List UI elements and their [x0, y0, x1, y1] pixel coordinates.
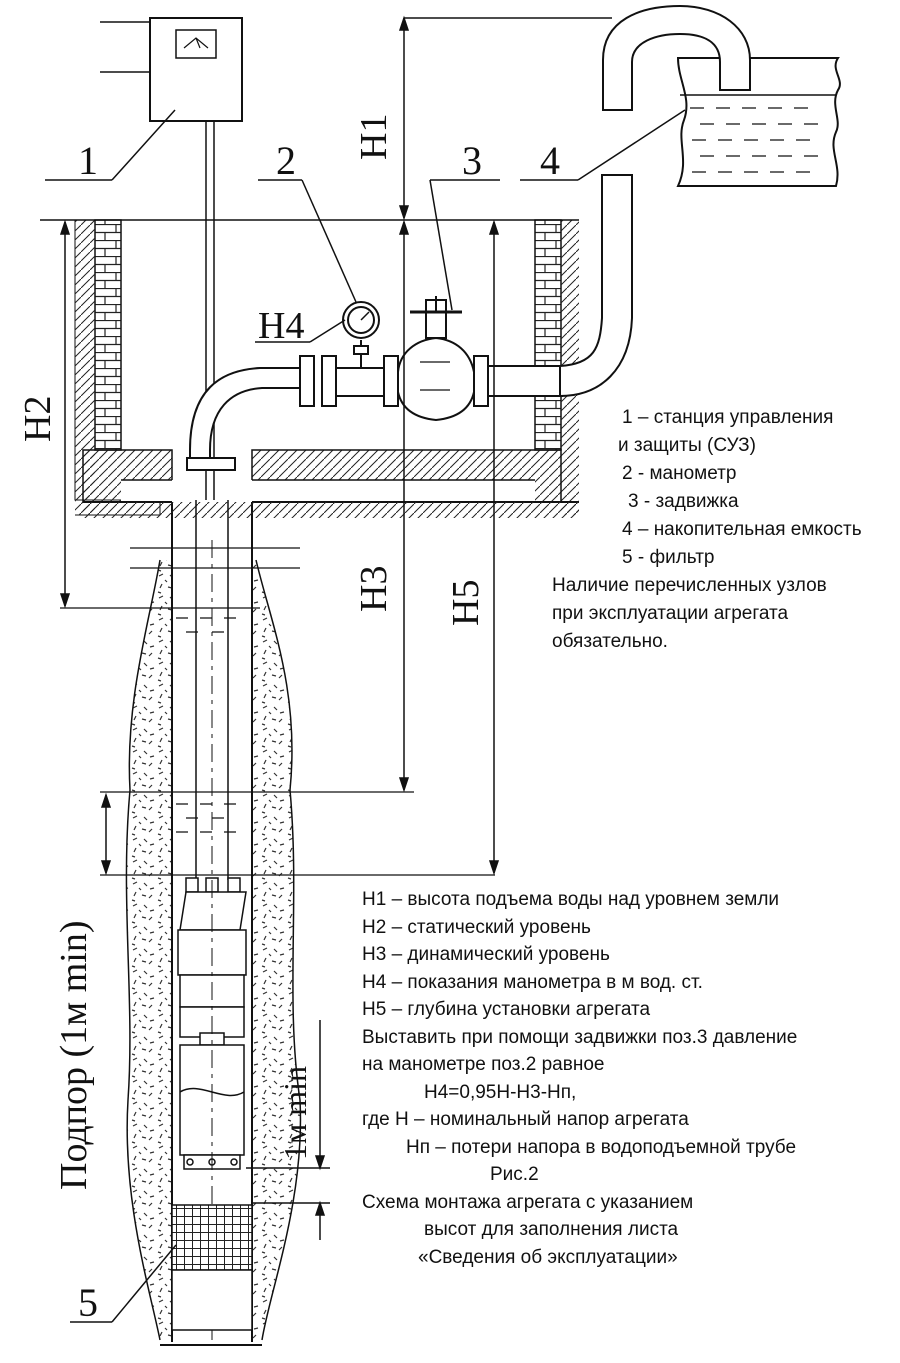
legend-h3: H3 – динамический уровень: [362, 944, 610, 965]
label-podpor: Подпор (1м min): [53, 921, 95, 1191]
control-station: [100, 17, 243, 500]
legend-note-line2: при эксплуатации агрегата: [552, 603, 789, 624]
label-part-1: 1: [78, 138, 98, 183]
label-h4: H4: [258, 305, 304, 347]
legend-h2: H2 – статический уровень: [362, 916, 591, 938]
manometer: [342, 301, 380, 368]
label-part-5: 5: [78, 1280, 98, 1325]
legend-part-3: 3 - задвижка: [628, 491, 739, 512]
parts-legend: 1 – станция управления и защиты (СУЗ) 2 …: [552, 404, 862, 656]
discharge-pipe: [186, 174, 633, 471]
legend-part-2: 2 - манометр: [622, 463, 737, 484]
legend-part-1-line2: и защиты (СУЗ): [618, 435, 756, 456]
pump-unit: [177, 500, 247, 1340]
water-levels: [60, 547, 495, 876]
figure-caption-line2: высот для заполнения листа: [424, 1219, 679, 1240]
legend-instruction-line2: на манометре поз.2 равное: [362, 1054, 605, 1075]
label-one-m-min: 1м min: [277, 1066, 313, 1160]
legend-h4: H4 – показания манометра в м вод. ст.: [362, 971, 703, 993]
legend-h5: H5 – глубина установки агрегата: [362, 999, 651, 1020]
figure-caption-number: Рис.2: [490, 1164, 539, 1185]
label-h2: H2: [17, 396, 59, 442]
legend-h1: H1 – высота подъема воды над уровнем зем…: [362, 889, 780, 910]
legend-part-5: 5 - фильтр: [622, 547, 715, 568]
label-h5: H5: [445, 580, 487, 626]
legend-where-h: где H – номинальный напор агрегата: [362, 1109, 689, 1130]
legend-instruction-line1: Выставить при помощи задвижки поз.3 давл…: [362, 1026, 798, 1048]
well-casing: [160, 500, 262, 1346]
legend-where-hp: Hп – потери напора в водоподъемной трубе: [406, 1136, 797, 1158]
labels: 1 2 3 4 5 H4 H1 H2 H3 H5 Подпор (1м min)…: [17, 114, 560, 1325]
figure-caption-line1: Схема монтажа агрегата с указанием: [362, 1191, 694, 1213]
legend-note-line3: обязательно.: [552, 631, 668, 652]
dimension-lines: [59, 15, 612, 1240]
legend-note-line1: Наличие перечисленных узлов: [552, 575, 827, 596]
label-h3: H3: [353, 566, 395, 612]
legend-part-4: 4 – накопительная емкость: [622, 519, 862, 540]
figure-caption-line3: «Сведения об эксплуатации»: [418, 1246, 678, 1268]
legend-part-1-line1: 1 – станция управления: [622, 407, 834, 428]
label-part-3: 3: [462, 138, 482, 183]
legend-formula: H4=0,95H-H3-Hп,: [424, 1081, 577, 1103]
heights-legend: H1 – высота подъема воды над уровнем зем…: [362, 886, 797, 1271]
soil-around-well: [125, 559, 302, 1341]
label-part-4: 4: [540, 138, 560, 183]
filter: [171, 1204, 253, 1331]
label-h1: H1: [353, 114, 395, 160]
pit: [40, 219, 579, 518]
storage-tank: [602, 4, 841, 187]
label-part-2: 2: [276, 138, 296, 183]
leader-lines: [45, 109, 686, 1323]
